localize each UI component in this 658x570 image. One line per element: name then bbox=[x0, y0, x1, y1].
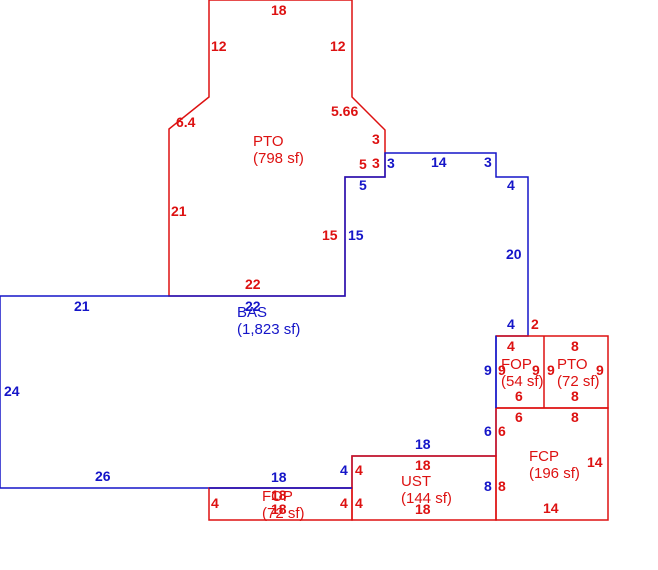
dim-label: 6 bbox=[515, 409, 523, 425]
dim-label: 20 bbox=[506, 246, 522, 262]
dim-label: 4 bbox=[355, 462, 363, 478]
dim-label: 18 bbox=[415, 457, 431, 473]
dim-label: 9 bbox=[532, 362, 540, 378]
dim-label: 8 bbox=[498, 478, 506, 494]
dim-label: 9 bbox=[596, 362, 604, 378]
dim-label: 4 bbox=[507, 316, 515, 332]
dim-label: 18 bbox=[271, 469, 287, 485]
area-label-pto-top: PTO bbox=[253, 133, 284, 150]
area-size-pto-top: (798 sf) bbox=[253, 150, 304, 167]
dim-label: 8 bbox=[484, 478, 492, 494]
area-size-fcp: (196 sf) bbox=[529, 465, 580, 482]
area-size-pto-right: (72 sf) bbox=[557, 373, 600, 390]
dim-label: 3 bbox=[484, 154, 492, 170]
dim-label: 9 bbox=[484, 362, 492, 378]
dim-label: 6 bbox=[498, 423, 506, 439]
area-label-fop-bottom: FOP bbox=[262, 488, 293, 505]
dim-label: 8 bbox=[571, 409, 579, 425]
dim-label: 18 bbox=[415, 501, 431, 517]
dim-label: 6.4 bbox=[176, 114, 196, 130]
dim-label: 4 bbox=[355, 495, 363, 511]
dim-label: 21 bbox=[171, 203, 187, 219]
dim-label: 22 bbox=[245, 298, 261, 314]
dim-label: 6 bbox=[515, 388, 523, 404]
dim-label: 24 bbox=[4, 383, 20, 399]
area-label-pto-right: PTO bbox=[557, 356, 588, 373]
dim-label: 3 bbox=[372, 155, 380, 171]
dim-label: 12 bbox=[211, 38, 227, 54]
dim-label: 14 bbox=[431, 154, 447, 170]
dim-label: 12 bbox=[330, 38, 346, 54]
dim-label: 14 bbox=[543, 500, 559, 516]
area-label-fcp: FCP bbox=[529, 448, 559, 465]
area-size-bas: (1,823 sf) bbox=[237, 321, 300, 338]
dim-label: 4 bbox=[507, 338, 515, 354]
dim-label: 5.66 bbox=[331, 103, 358, 119]
dim-label: 18 bbox=[271, 501, 287, 517]
dim-label: 26 bbox=[95, 468, 111, 484]
dim-label: 4 bbox=[340, 462, 348, 478]
dim-label: 6 bbox=[484, 423, 492, 439]
dim-label: 5 bbox=[359, 177, 367, 193]
dim-label: 18 bbox=[271, 2, 287, 18]
dim-label: 21 bbox=[74, 298, 90, 314]
dim-label: 4 bbox=[340, 495, 348, 511]
dim-label: 18 bbox=[271, 487, 287, 503]
dim-label: 5 bbox=[359, 156, 367, 172]
dim-label: 3 bbox=[387, 155, 395, 171]
dim-label: 9 bbox=[498, 362, 506, 378]
dim-label: 15 bbox=[348, 227, 364, 243]
area-size-fop-bottom: (72 sf) bbox=[262, 505, 305, 522]
dim-label: 2 bbox=[531, 316, 539, 332]
dim-label: 3 bbox=[372, 131, 380, 147]
dim-label: 22 bbox=[245, 276, 261, 292]
dim-label: 4 bbox=[211, 495, 219, 511]
dim-label: 8 bbox=[571, 388, 579, 404]
area-size-ust: (144 sf) bbox=[401, 490, 452, 507]
dim-label: 14 bbox=[587, 454, 603, 470]
dim-label: 15 bbox=[322, 227, 338, 243]
dim-label: 9 bbox=[547, 362, 555, 378]
area-size-fop-right: (54 sf) bbox=[501, 373, 544, 390]
dim-label: 4 bbox=[507, 177, 515, 193]
dim-label: 8 bbox=[571, 338, 579, 354]
dim-label: 18 bbox=[415, 436, 431, 452]
area-label-ust: UST bbox=[401, 473, 431, 490]
area-label-fop-right: FOP bbox=[501, 356, 532, 373]
area-label-bas: BAS bbox=[237, 304, 267, 321]
